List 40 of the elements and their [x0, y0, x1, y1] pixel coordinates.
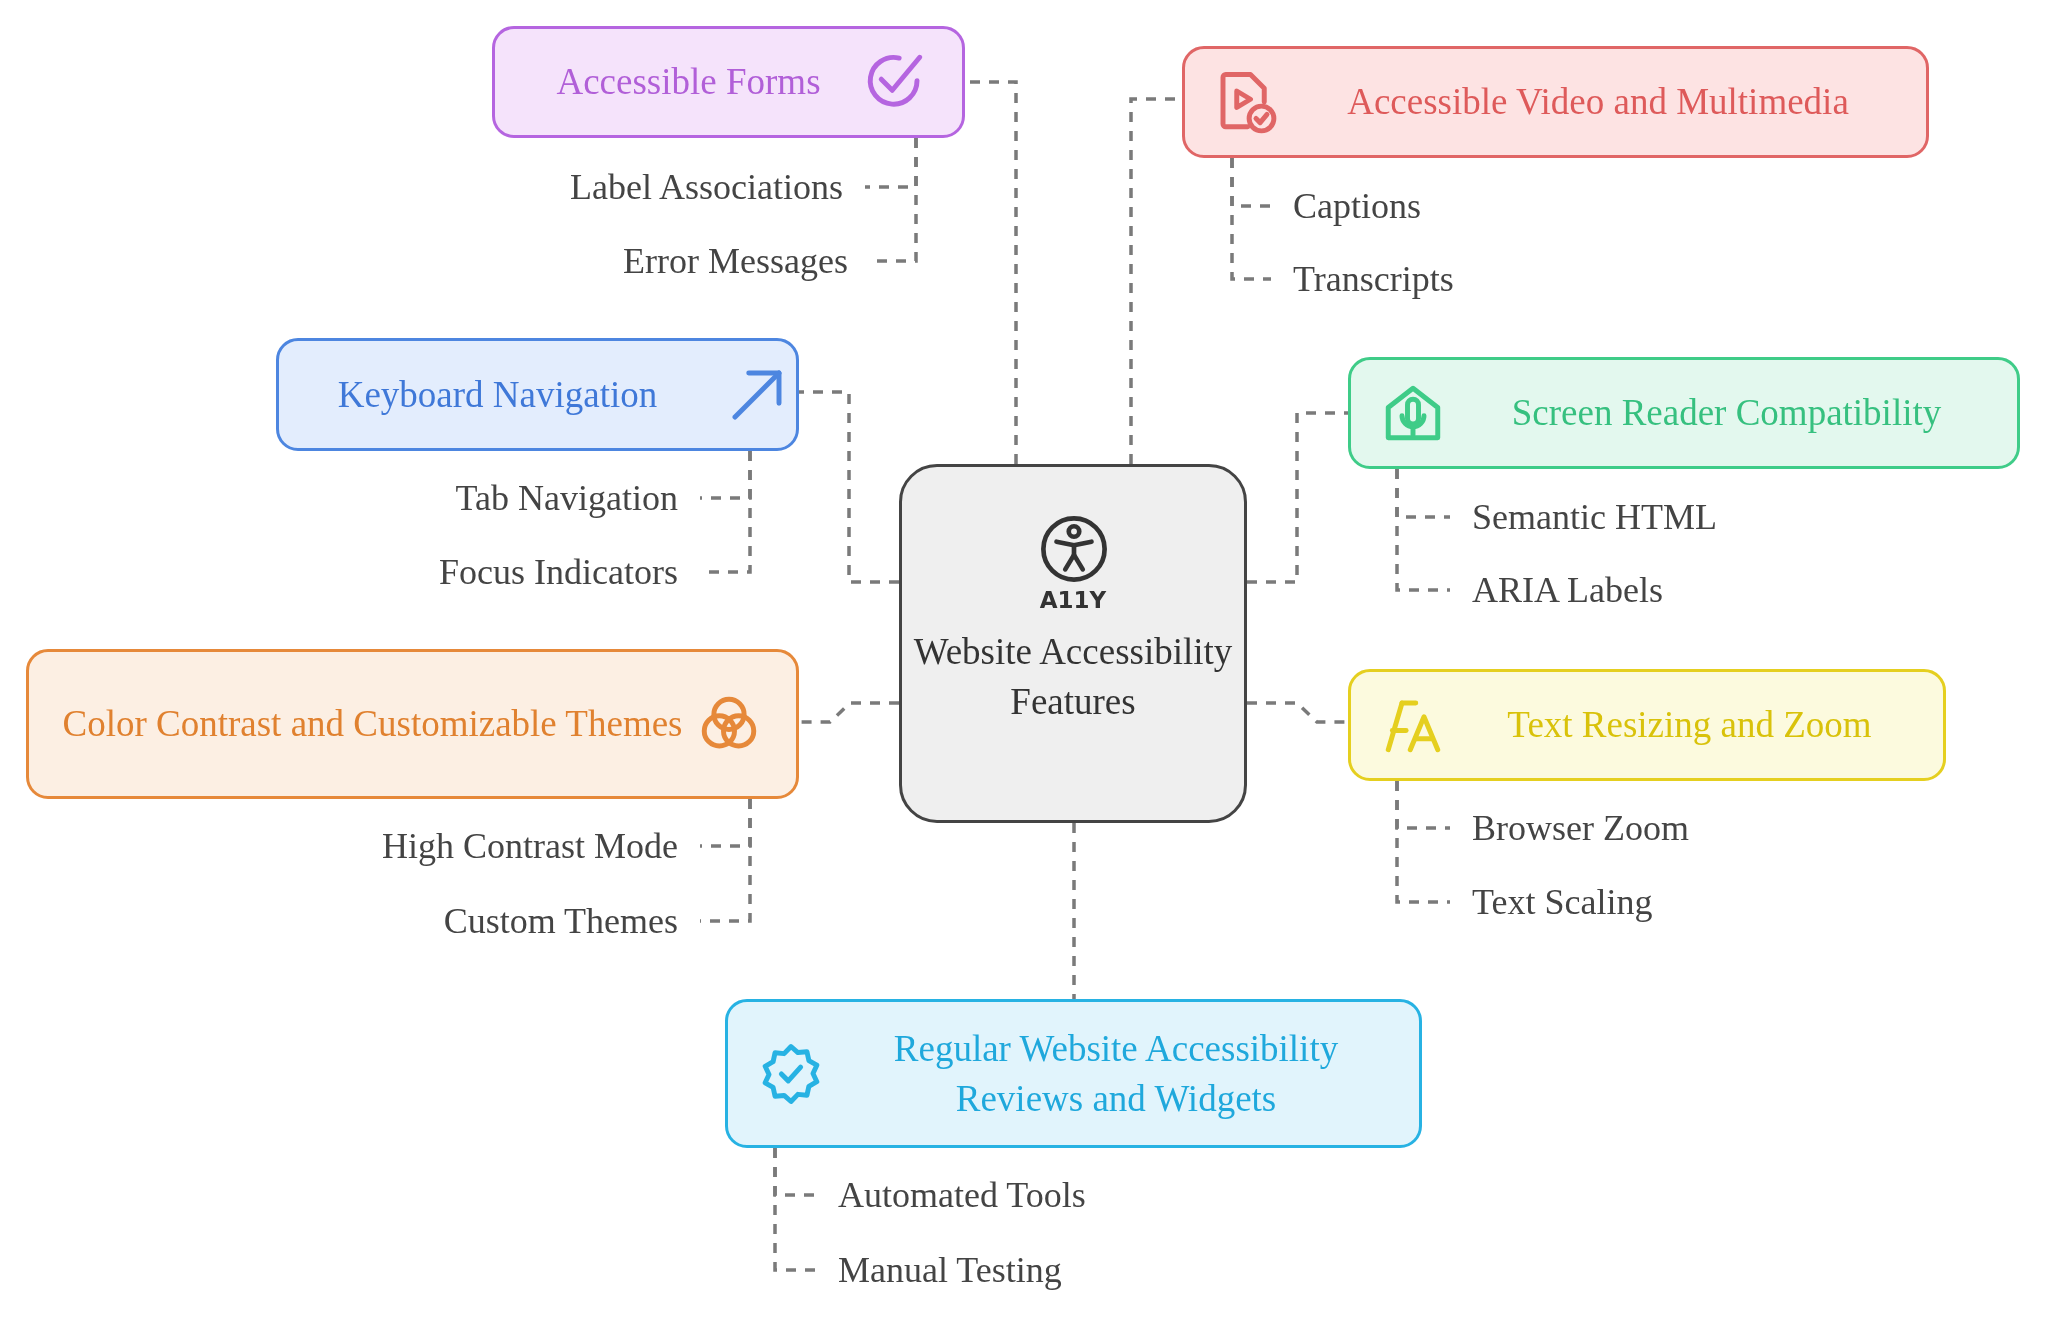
central-topic-title: Website Accessibility Features: [912, 630, 1234, 724]
sub-feature-label: Browser Zoom: [1450, 803, 1870, 853]
category-title: Text Resizing and Zoom: [1507, 703, 1872, 747]
sub-feature-label: High Contrast Mode: [280, 821, 700, 871]
category-box: [492, 26, 965, 138]
sub-feature-label: Error Messages: [450, 236, 870, 286]
connector-line: [1395, 781, 1450, 904]
sub-feature-label: Tab Navigation: [280, 473, 700, 523]
sub-feature-label: Captions: [1271, 181, 1691, 231]
sub-feature-label: Semantic HTML: [1450, 492, 1870, 542]
category-box: [26, 649, 799, 799]
connector-line: [799, 390, 899, 584]
category-box: [725, 999, 1422, 1148]
category-title: Accessible Forms: [556, 60, 821, 104]
category-box: [276, 338, 799, 451]
category-box: [1348, 357, 2020, 469]
connector-line: [1247, 411, 1348, 584]
category-title: Color Contrast and Customizable Themes: [62, 702, 683, 746]
sub-feature-label: Label Associations: [445, 162, 865, 212]
sub-feature-label: Manual Testing: [816, 1245, 1236, 1295]
category-title: Regular Website Accessibility Reviews and Widgets: [892, 1026, 1340, 1121]
sub-feature-label: Text Scaling: [1450, 877, 1870, 927]
sub-feature-label: Custom Themes: [280, 896, 700, 946]
category-title: Accessible Video and Multimedia: [1347, 80, 1849, 124]
connector-line: [1072, 823, 1076, 999]
sub-feature-label: Focus Indicators: [280, 547, 700, 597]
icon-caption: A11Y: [1038, 586, 1108, 615]
sub-feature-label: ARIA Labels: [1450, 565, 1870, 615]
category-box: [1182, 46, 1929, 158]
central-topic-box: [899, 464, 1247, 823]
category-title: Keyboard Navigation: [337, 372, 658, 417]
connector-line: [1230, 158, 1271, 281]
connector-line: [1395, 469, 1450, 592]
category-box: [1348, 669, 1946, 781]
sub-feature-label: Transcripts: [1271, 254, 1691, 304]
connector-line: [773, 1148, 816, 1272]
connector-line: [700, 799, 752, 923]
category-title: Screen Reader Compatibility: [1511, 391, 1942, 435]
connector-line: [799, 701, 899, 724]
sub-feature-label: Automated Tools: [816, 1170, 1236, 1220]
